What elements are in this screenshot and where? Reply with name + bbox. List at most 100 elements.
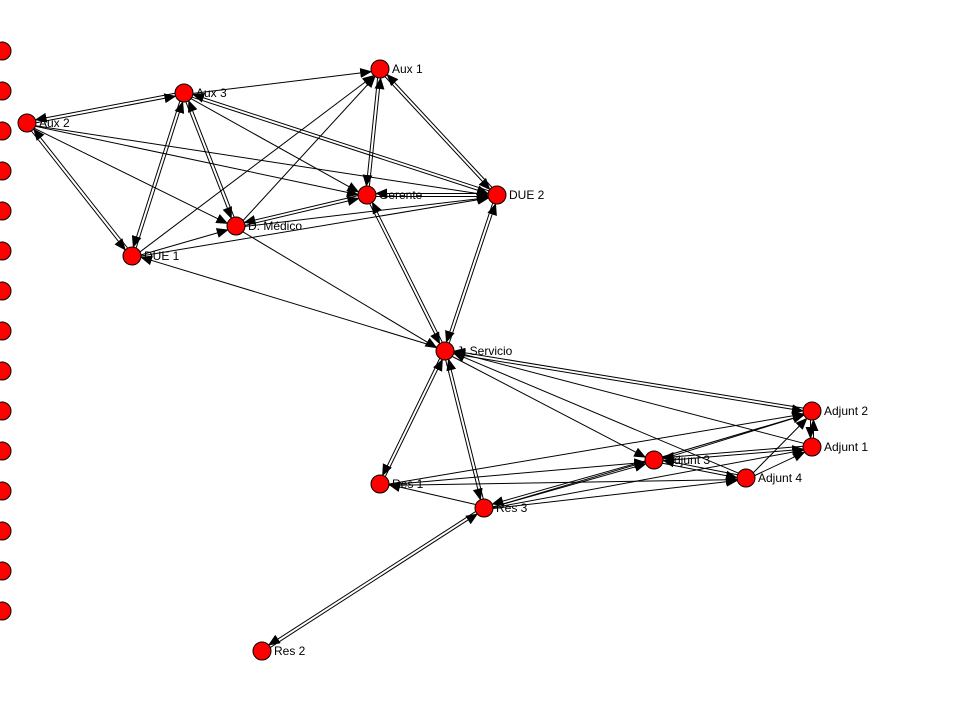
edge-aux1-gerente — [362, 77, 379, 187]
edges-layer — [31, 67, 819, 648]
isolate-node[interactable] — [0, 521, 12, 541]
node-gerente[interactable]: Gerente — [357, 185, 423, 205]
node-label: DUE 1 — [144, 249, 180, 263]
node-label: Res 1 — [392, 477, 424, 491]
node-adjunt4[interactable]: Adjunt 4 — [736, 468, 802, 488]
node-circle[interactable] — [435, 341, 455, 361]
isolate-node[interactable] — [0, 281, 12, 301]
node-circle[interactable] — [644, 450, 664, 470]
edge-dmedico-due2 — [245, 193, 490, 227]
node-circle[interactable] — [802, 401, 822, 421]
edge-due1-aux3 — [135, 101, 185, 249]
node-due2[interactable]: DUE 2 — [487, 185, 545, 205]
isolate-node[interactable] — [0, 321, 12, 341]
node-res1[interactable]: Res 1 — [370, 474, 424, 494]
edge-res1-adjunt2 — [389, 410, 805, 485]
edge-res1-adjunt4 — [388, 474, 738, 486]
edge-adjunt4-adjunt3 — [662, 457, 738, 476]
node-circle[interactable] — [474, 498, 494, 518]
node-circle[interactable] — [226, 216, 246, 236]
isolate-node[interactable] — [0, 241, 12, 261]
node-adjunt2[interactable]: Adjunt 2 — [802, 401, 868, 421]
isolate-node[interactable] — [0, 361, 12, 381]
isolate-node[interactable] — [0, 401, 12, 421]
edge-aux2-due1 — [31, 130, 126, 251]
node-label: Res 2 — [274, 644, 306, 658]
edge-due2-jservicio — [445, 202, 494, 343]
node-label: Adjunt 1 — [824, 440, 868, 454]
isolate-node[interactable] — [0, 161, 12, 181]
node-jservicio[interactable]: J. Servicio — [435, 341, 513, 361]
node-label: DUE 2 — [509, 188, 545, 202]
node-circle[interactable] — [17, 113, 37, 133]
node-aux2[interactable]: Aux 2 — [17, 113, 70, 133]
edge-adjunt3-res3 — [491, 460, 646, 506]
edge-gerente-aux1 — [368, 77, 385, 187]
edge-jservicio-due2 — [448, 203, 497, 344]
edge-aux3-aux2 — [34, 92, 175, 123]
node-due1[interactable]: DUE 1 — [122, 246, 180, 266]
isolate-node[interactable] — [0, 41, 12, 61]
node-circle[interactable] — [252, 641, 272, 661]
edge-aux3-due2 — [191, 96, 489, 195]
edge-res3-adjunt4 — [493, 476, 739, 509]
node-label: Res 3 — [496, 501, 528, 515]
edge-aux2-aux3 — [36, 93, 177, 124]
node-circle[interactable] — [802, 437, 822, 457]
node-label: Aux 1 — [392, 62, 423, 76]
node-dmedico[interactable]: D. Médico — [226, 216, 302, 236]
edge-aux2-dmedico — [34, 127, 229, 224]
isolate-node[interactable] — [0, 81, 12, 101]
edge-res3-jservicio — [446, 358, 484, 500]
edge-dmedico-aux1 — [242, 75, 376, 221]
isolates-column — [0, 41, 12, 621]
isolate-node[interactable] — [0, 441, 12, 461]
node-label: Adjunt 4 — [758, 471, 802, 485]
edge-adjunt4-adjunt2 — [753, 417, 808, 473]
node-label: J. Servicio — [457, 344, 513, 358]
isolate-node[interactable] — [0, 561, 12, 581]
node-res3[interactable]: Res 3 — [474, 498, 528, 518]
edge-adjunt1-jservicio — [453, 349, 804, 444]
node-adjunt3[interactable]: Adjunt 3 — [644, 450, 710, 470]
edge-due1-aux2 — [33, 128, 128, 249]
node-label: Adjunt 2 — [824, 404, 868, 418]
edge-res1-jservicio — [384, 358, 443, 477]
node-label: Aux 3 — [196, 86, 227, 100]
edge-adjunt4-jservicio — [452, 352, 739, 474]
edge-aux3-gerente — [190, 98, 360, 193]
edge-adjunt3-adjunt1 — [663, 445, 805, 462]
node-res2[interactable]: Res 2 — [252, 641, 306, 661]
edge-jservicio-res1 — [382, 358, 441, 477]
isolate-node[interactable] — [0, 201, 12, 221]
edge-res1-adjunt3 — [389, 458, 647, 486]
node-circle[interactable] — [487, 185, 507, 205]
node-circle[interactable] — [736, 468, 756, 488]
node-circle[interactable] — [357, 185, 377, 205]
node-circle[interactable] — [370, 474, 390, 494]
isolate-node[interactable] — [0, 481, 12, 501]
node-aux3[interactable]: Aux 3 — [174, 83, 227, 103]
edge-due2-aux1 — [386, 73, 493, 188]
edge-dmedico-jservicio — [242, 231, 438, 349]
node-circle[interactable] — [122, 246, 142, 266]
node-circle[interactable] — [370, 59, 390, 79]
edge-aux1-due2 — [384, 76, 491, 191]
edge-gerente-jservicio — [369, 203, 441, 345]
isolate-node[interactable] — [0, 121, 12, 141]
isolate-node[interactable] — [0, 601, 12, 621]
edge-aux2-gerente — [35, 125, 359, 198]
node-adjunt1[interactable]: Adjunt 1 — [802, 437, 868, 457]
edge-jservicio-adjunt3 — [452, 356, 647, 458]
edge-aux3-aux1 — [193, 67, 373, 94]
node-aux1[interactable]: Aux 1 — [370, 59, 423, 79]
edge-gerente-dmedico — [243, 195, 359, 225]
edge-res2-res3 — [270, 513, 479, 648]
edge-adjunt2-jservicio — [453, 347, 804, 409]
node-circle[interactable] — [174, 83, 194, 103]
edge-res3-res1 — [388, 482, 476, 505]
edge-jservicio-res3 — [445, 359, 483, 501]
edge-adjunt4-adjunt1 — [754, 451, 806, 476]
edge-due2-aux3 — [192, 93, 490, 192]
